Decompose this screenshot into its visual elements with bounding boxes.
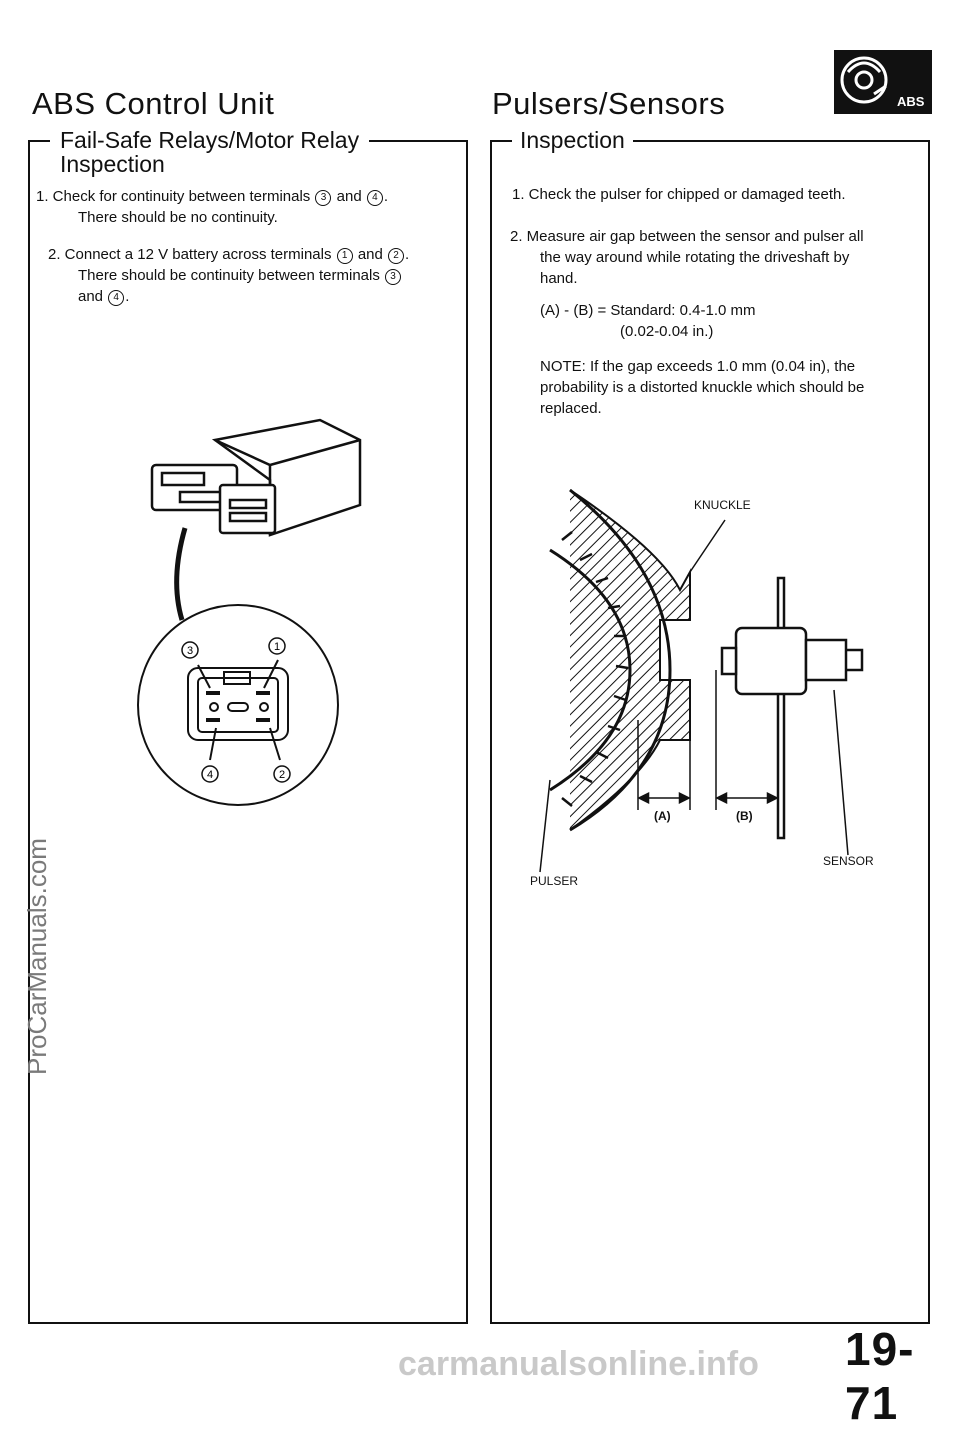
page-number: 19-71: [845, 1323, 915, 1429]
left-step-2-result: There should be continuity between termi…: [78, 267, 380, 284]
gap-standard: (A) - (B) = Standard: 0.4-1.0 mm (0.02-0…: [540, 302, 756, 340]
note: NOTE: If the gap exceeds 1.0 mm (0.04 in…: [540, 358, 865, 417]
side-watermark: ProCarManuals.com: [22, 838, 52, 1075]
terminal-3-label: 3: [187, 645, 193, 657]
terminal-2-label: 2: [279, 769, 285, 781]
terminal-3-ref: 3: [315, 190, 332, 206]
left-step-1: 1. Check for continuity between terminal…: [36, 186, 456, 228]
left-step-1-result: There should be no continuity.: [78, 209, 278, 226]
knuckle-label: KNUCKLE: [694, 498, 751, 512]
pulser-sensor-diagram: KNUCKLE SENSOR PULSER (A) (B): [530, 488, 874, 888]
brake-disc-icon: [840, 56, 888, 104]
abs-badge-label: ABS: [897, 94, 925, 109]
section-title-pulsers-sensors: Pulsers/Sensors: [492, 86, 726, 121]
left-subtitle: Fail-Safe Relays/Motor Relay Inspection: [50, 127, 370, 177]
left-subtitle-line1: Fail-Safe Relays/Motor Relay: [60, 127, 360, 153]
right-step-1: 1. Check the pulser for chipped or damag…: [512, 186, 846, 203]
pulser-label: PULSER: [530, 874, 578, 888]
abs-badge: ABS: [834, 50, 932, 114]
left-subtitle-line2: Inspection: [60, 151, 165, 177]
terminal-4-label: 4: [207, 769, 213, 781]
right-panel-frame: [490, 140, 930, 1324]
terminal-1-label: 1: [274, 641, 280, 653]
terminal-4-ref: 4: [366, 190, 383, 206]
sensor-label: SENSOR: [823, 854, 874, 868]
gap-a-label: (A): [654, 809, 671, 823]
gap-b-label: (B): [736, 809, 753, 823]
section-title-abs-control-unit: ABS Control Unit: [32, 86, 275, 121]
left-step-2: 2. Connect a 12 V battery across termina…: [48, 246, 410, 306]
relay-illustration: 3 1 4 2: [137, 418, 362, 806]
right-subtitle: Inspection: [512, 128, 633, 152]
footer-watermark: carmanualsonline.info: [398, 1345, 759, 1383]
right-step-2: 2. Measure air gap between the sensor an…: [510, 228, 864, 287]
